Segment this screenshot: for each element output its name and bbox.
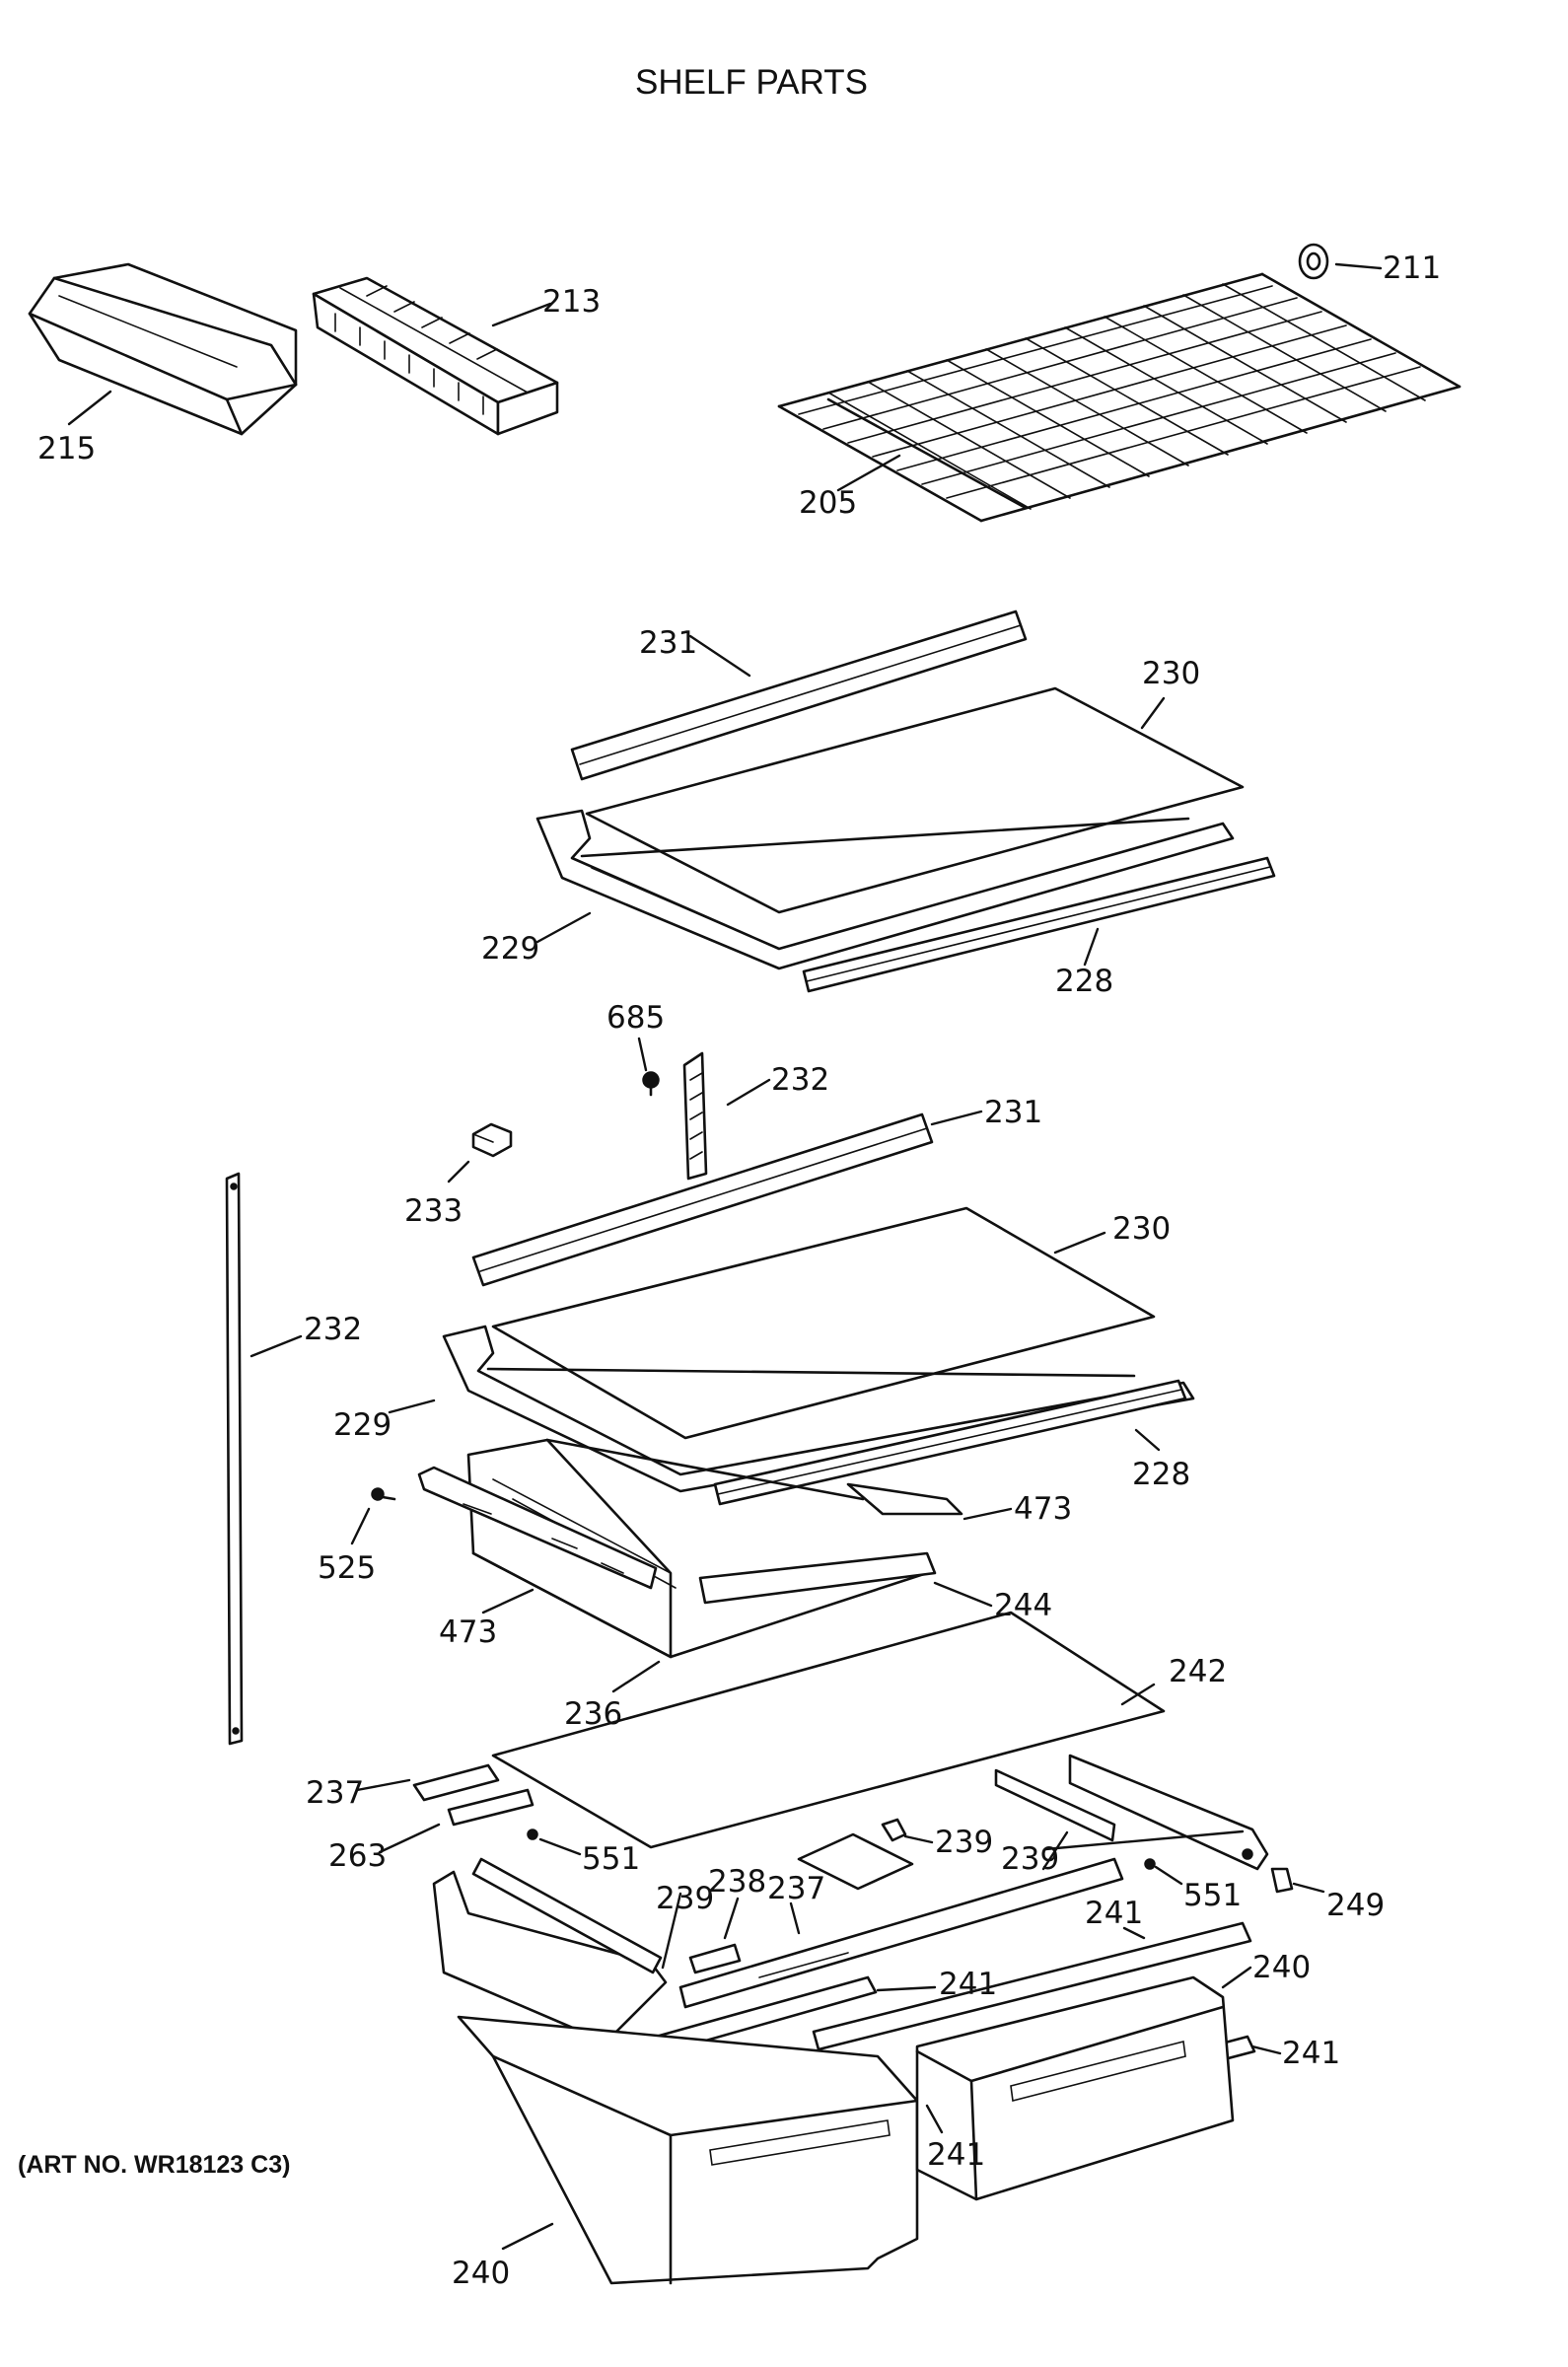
upper-shelf-assembly [535,610,1276,993]
lower-glass-part [491,1611,1166,1849]
label-241-lower: 241 [927,2137,985,2173]
label-525: 525 [318,1550,376,1586]
diagram-title: SHELF PARTS [635,63,868,102]
rail-238-part [688,1943,742,1974]
center-bracket-part [797,1818,914,1891]
label-205: 205 [799,485,857,521]
label-228-upper: 228 [1055,964,1113,999]
label-229-upper: 229 [481,931,539,967]
screw-525-part [371,1487,396,1501]
label-237-lower: 237 [767,1871,825,1906]
label-239-left: 239 [656,1881,714,1916]
rail-237-lower-part [678,1857,1124,2009]
ice-tray-part [312,276,559,436]
label-232-upper: 232 [771,1062,829,1098]
label-263: 263 [328,1838,387,1874]
label-233: 233 [404,1193,463,1229]
label-241-middle: 241 [939,1967,997,2002]
leader-lines [67,262,1383,2251]
end-cap-part [1298,243,1329,280]
label-230-middle: 230 [1112,1211,1171,1247]
label-239-right: 239 [1001,1841,1059,1877]
label-551-right: 551 [1183,1878,1242,1913]
left-end-bracket [432,1857,668,2034]
label-229-middle: 229 [333,1407,392,1443]
short-bracket-part [682,1051,708,1181]
lower-right-rails [994,1754,1294,1894]
label-228-middle: 228 [1132,1457,1190,1492]
label-213: 213 [542,284,601,320]
label-241-right: 241 [1282,2036,1340,2071]
drawer-frame-assembly [417,1438,963,1659]
screw-685-part [642,1071,660,1097]
art-number: (ART NO. WR18123 C3) [18,2151,290,2179]
label-239-center: 239 [935,1825,993,1860]
crisper-drawer-right [915,1975,1235,2201]
label-241-upper: 241 [1085,1896,1143,1931]
label-473-right: 473 [1014,1491,1072,1527]
label-242: 242 [1169,1654,1227,1689]
clip-part [471,1122,513,1158]
label-215: 215 [37,431,96,466]
label-211: 211 [1383,251,1441,286]
label-231-upper: 231 [639,625,697,661]
label-232-long: 232 [304,1312,362,1347]
part-labels: 211 213 215 205 231 230 229 228 685 232 … [37,251,1441,2291]
lower-left-rails [412,1763,538,1840]
label-240-left: 240 [452,2256,510,2291]
label-244: 244 [994,1588,1052,1623]
crisper-drawer-left [457,2015,919,2285]
label-231-middle: 231 [984,1095,1042,1130]
label-473-left: 473 [439,1614,497,1650]
label-249: 249 [1326,1888,1385,1923]
label-236: 236 [564,1696,622,1732]
door-bin-part [28,262,298,436]
label-685: 685 [606,1000,665,1036]
label-240-right: 240 [1252,1950,1311,1985]
wire-shelf-part [777,272,1461,523]
label-238: 238 [708,1864,766,1900]
label-230-upper: 230 [1142,656,1200,691]
label-551-left: 551 [582,1841,640,1877]
middle-shelf-assembly [442,1112,1195,1506]
long-rail-part [225,1172,244,1746]
label-237-left: 237 [306,1775,364,1811]
